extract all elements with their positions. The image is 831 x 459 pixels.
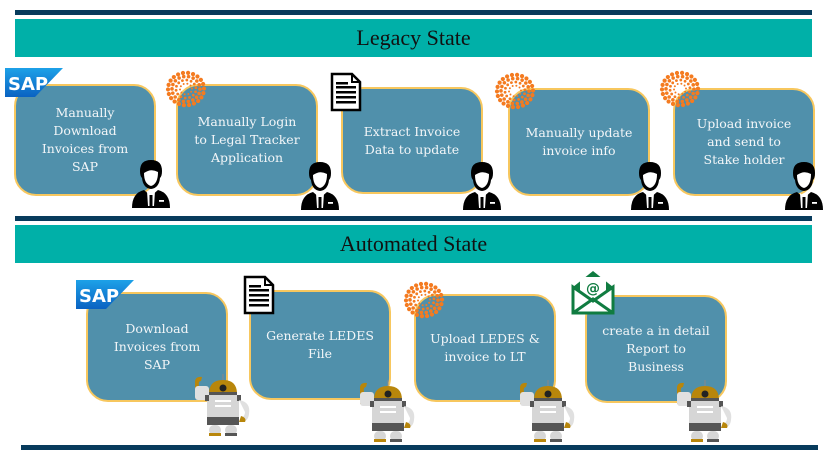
robot-icon [520, 380, 575, 442]
legal-tracker-logo-icon [494, 72, 536, 110]
legacy-step-1: Manually Download Invoices from SAP [14, 84, 156, 196]
document-icon [330, 72, 362, 112]
person-icon [301, 162, 339, 210]
email-icon: @ [571, 271, 615, 315]
step-label: Manually update invoice info [525, 125, 633, 158]
step-label: Download Invoices from SAP [113, 321, 201, 372]
middle-rule [15, 216, 812, 221]
bottom-rule [21, 445, 818, 450]
person-icon [132, 160, 170, 208]
legal-tracker-logo-icon [659, 70, 701, 108]
step-label: Upload LEDES & invoice to LT [430, 331, 540, 364]
step-label: create a in detail Report to Business [602, 323, 710, 374]
legacy-banner: Legacy State [15, 19, 812, 57]
svg-text:@: @ [586, 281, 600, 297]
automated-banner: Automated State [15, 225, 812, 263]
automated-step-1: Download Invoices from SAP [86, 292, 228, 402]
legacy-step-5: Upload invoice and send to Stake holder [673, 88, 815, 196]
legacy-title: Legacy State [356, 25, 471, 50]
top-rule [15, 10, 812, 15]
person-icon [785, 162, 823, 210]
step-label: Extract Invoice Data to update [363, 123, 461, 157]
sap-logo-icon: SAP [76, 280, 134, 309]
legal-tracker-logo-icon [403, 281, 445, 319]
person-icon [463, 162, 501, 210]
step-label: Upload invoice and send to Stake holder [696, 116, 792, 167]
svg-text:SAP: SAP [8, 74, 48, 95]
legacy-step-3: Extract Invoice Data to update [341, 87, 483, 194]
robot-icon [195, 374, 250, 436]
person-icon [631, 162, 669, 210]
robot-icon [677, 380, 732, 442]
automated-title: Automated State [339, 231, 488, 256]
step-label: Manually Login to Legal Tracker Applicat… [194, 114, 300, 165]
legacy-step-2: Manually Login to Legal Tracker Applicat… [176, 84, 318, 196]
document-icon [243, 275, 275, 315]
svg-text:SAP: SAP [79, 286, 119, 307]
step-label: Manually Download Invoices from SAP [41, 105, 129, 174]
sap-logo-icon: SAP [5, 68, 63, 97]
robot-icon [360, 380, 415, 442]
legacy-step-4: Manually update invoice info [508, 88, 650, 196]
legal-tracker-logo-icon [165, 70, 207, 108]
step-label: Generate LEDES File [266, 328, 374, 361]
